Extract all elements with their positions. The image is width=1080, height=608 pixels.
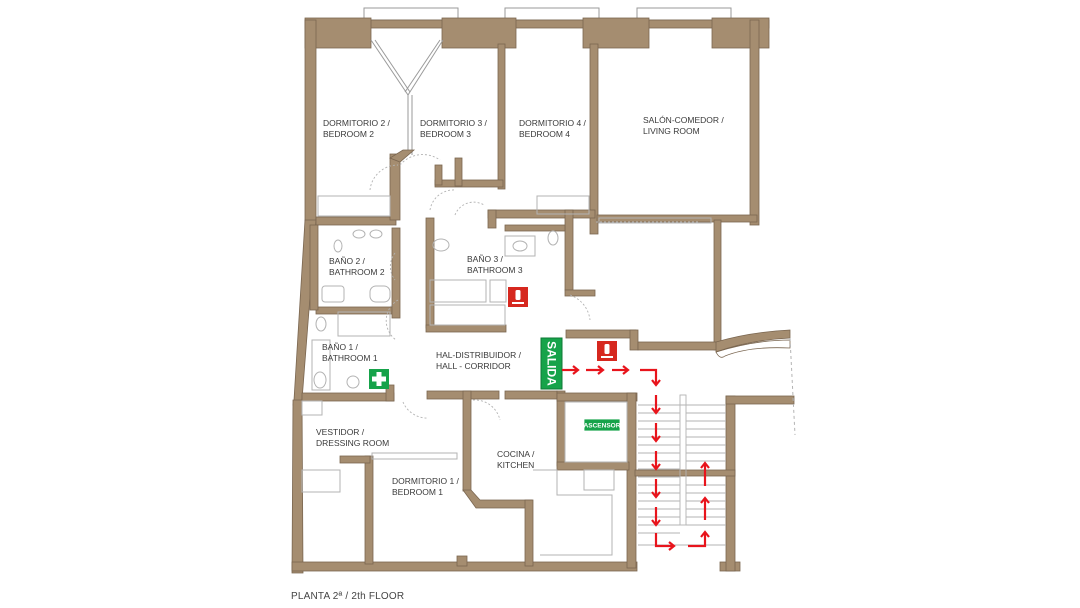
label-bedroom-1-es: DORMITORIO 1 / <box>392 476 460 486</box>
label-bathroom-3-en: BATHROOM 3 <box>467 265 523 275</box>
label-hall: HAL-DISTRIBUIDOR /HALL - CORRIDOR <box>436 350 522 371</box>
label-living-room-es: SALÓN-COMEDOR / <box>643 115 724 125</box>
label-bathroom-2: BAÑO 2 /BATHROOM 2 <box>329 256 385 277</box>
label-hall-es: HAL-DISTRIBUIDOR / <box>436 350 522 360</box>
balcony-dash <box>789 337 796 436</box>
label-bedroom-1: DORMITORIO 1 /BEDROOM 1 <box>392 476 460 497</box>
arrow-down-2 <box>651 423 661 443</box>
label-bedroom-2-en: BEDROOM 2 <box>323 129 374 139</box>
bay-window-lines <box>370 39 444 155</box>
evacuation-route-arrows <box>562 365 710 551</box>
fixtures <box>301 195 712 556</box>
label-bathroom-2-en: BATHROOM 2 <box>329 267 385 277</box>
label-bedroom-4: DORMITORIO 4 /BEDROOM 4 <box>519 118 587 139</box>
arrow-right-1 <box>562 365 580 375</box>
walls <box>291 17 795 574</box>
label-bedroom-2-es: DORMITORIO 2 / <box>323 118 391 128</box>
label-bedroom-3-en: BEDROOM 3 <box>420 129 471 139</box>
exit-sign: SALIDA <box>540 337 563 390</box>
label-dressing-room-en: DRESSING ROOM <box>316 438 389 448</box>
label-dressing-room-es: VESTIDOR / <box>316 427 365 437</box>
elevator-shaft <box>564 401 628 463</box>
room-labels: DORMITORIO 2 /BEDROOM 2 DORMITORIO 3 /BE… <box>316 115 724 497</box>
arrow-up-corner <box>688 530 710 548</box>
label-bedroom-1-en: BEDROOM 1 <box>392 487 443 497</box>
label-bathroom-1-en: BATHROOM 1 <box>322 353 378 363</box>
label-kitchen-en: KITCHEN <box>497 460 534 470</box>
label-bathroom-3-es: BAÑO 3 / <box>467 254 504 264</box>
fire-extinguisher-icon <box>597 341 617 361</box>
exit-sign-text: SALIDA <box>545 341 559 386</box>
label-living-room: SALÓN-COMEDOR /LIVING ROOM <box>643 115 724 136</box>
elevator-sign: ASCENSOR <box>584 418 621 432</box>
arrow-down-3 <box>651 451 661 471</box>
elevator-sign-text: ASCENSOR <box>584 423 621 430</box>
door-swings <box>369 154 700 421</box>
label-kitchen: COCINA /KITCHEN <box>497 449 535 470</box>
bay-column <box>389 149 416 163</box>
arrow-right-3 <box>612 365 630 375</box>
window-frames <box>363 7 732 21</box>
label-hall-en: HALL - CORRIDOR <box>436 361 511 371</box>
arrow-up-2 <box>700 461 710 486</box>
label-bedroom-2: DORMITORIO 2 /BEDROOM 2 <box>323 118 391 139</box>
first-aid-cross-icon <box>369 369 389 389</box>
label-dressing-room: VESTIDOR /DRESSING ROOM <box>316 427 389 448</box>
arrow-corner <box>640 368 661 387</box>
label-bedroom-3: DORMITORIO 3 /BEDROOM 3 <box>420 118 488 139</box>
label-kitchen-es: COCINA / <box>497 449 535 459</box>
arrow-down-4 <box>651 479 661 499</box>
label-bathroom-2-es: BAÑO 2 / <box>329 256 366 266</box>
arrow-down-5 <box>651 507 661 527</box>
arrow-up-1 <box>700 496 710 520</box>
floor-caption: PLANTA 2ª / 2th FLOOR <box>291 591 405 602</box>
label-bedroom-3-es: DORMITORIO 3 / <box>420 118 488 128</box>
label-bedroom-4-en: BEDROOM 4 <box>519 129 570 139</box>
label-bathroom-3: BAÑO 3 /BATHROOM 3 <box>467 254 523 275</box>
label-bathroom-1-es: BAÑO 1 / <box>322 342 359 352</box>
label-bedroom-4-es: DORMITORIO 4 / <box>519 118 587 128</box>
label-bathroom-1: BAÑO 1 /BATHROOM 1 <box>322 342 378 363</box>
arrow-bottom-corner <box>654 533 676 551</box>
arrow-right-2 <box>586 365 605 375</box>
arrow-down-1 <box>651 395 661 415</box>
label-living-room-en: LIVING ROOM <box>643 126 700 136</box>
fire-extinguisher-icon <box>508 287 528 307</box>
